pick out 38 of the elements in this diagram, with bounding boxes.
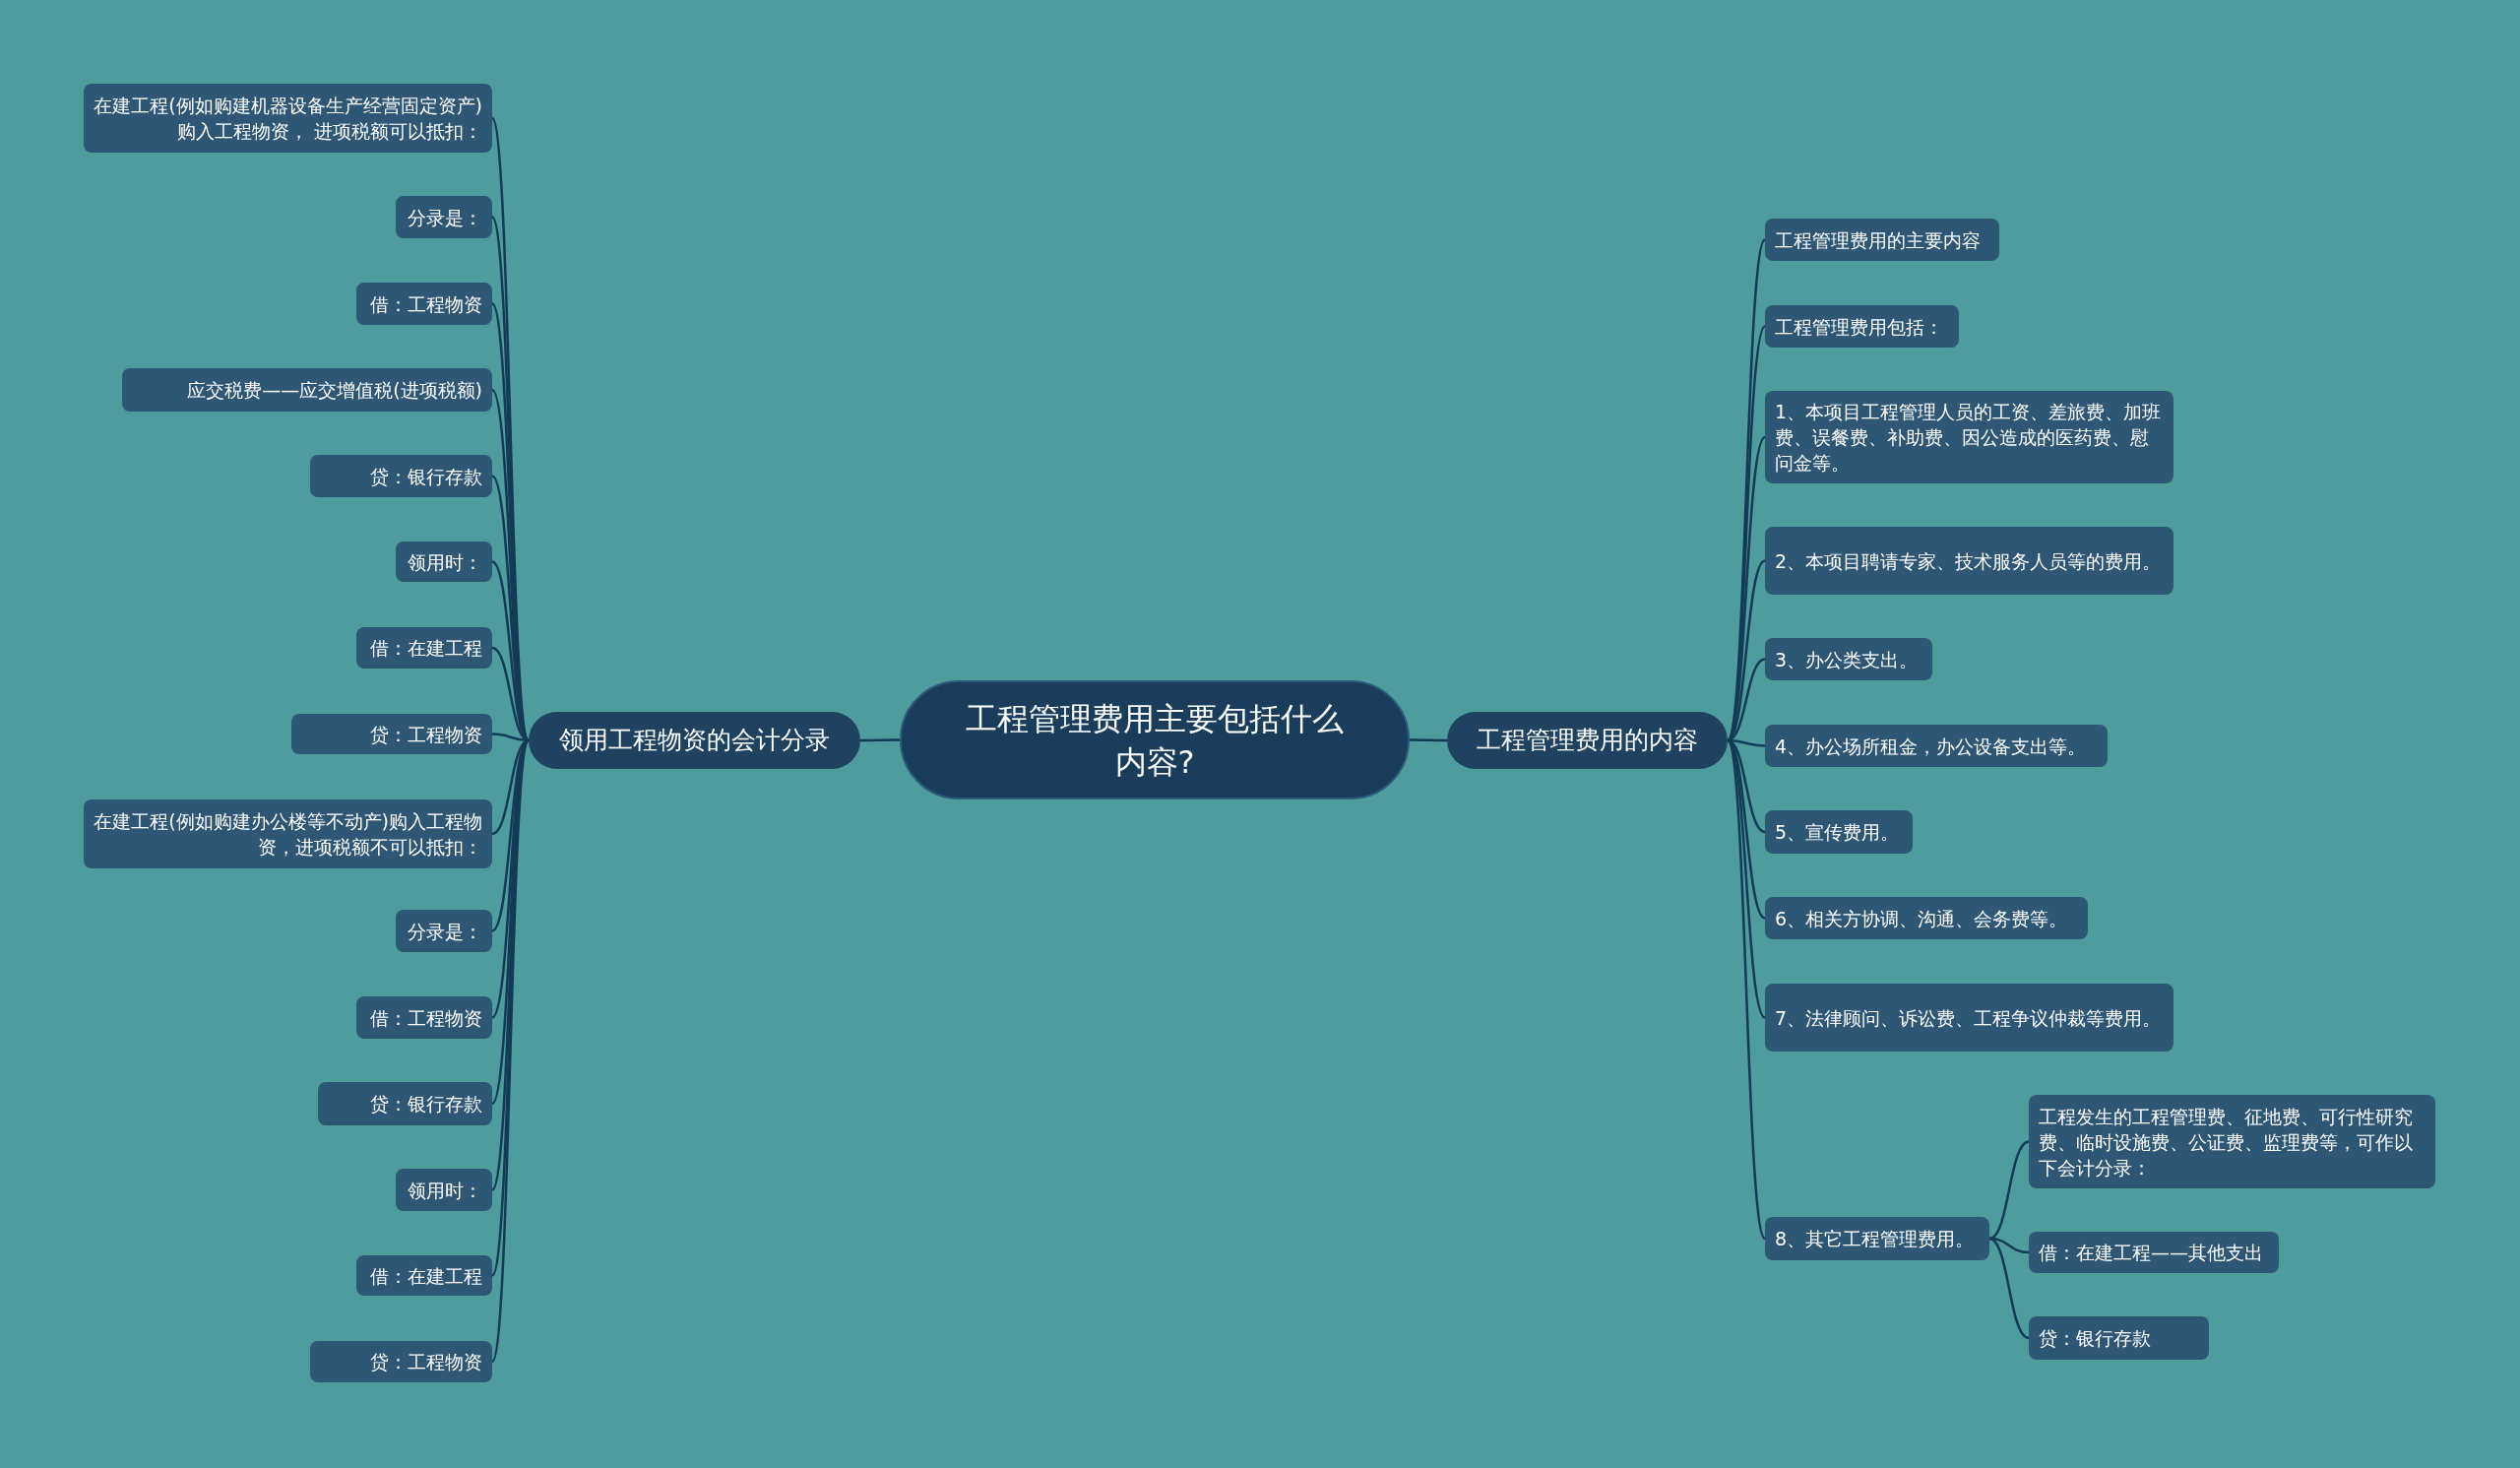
topic-box: 贷：工程物资 [310,1341,492,1382]
topic-box: 借：在建工程 [356,627,492,669]
topic-box: 5、宣传费用。 [1765,810,1913,854]
topic-box: 工程管理费用包括： [1765,305,1959,348]
topic-box: 领用时： [396,1169,492,1211]
topic-box: 4、办公场所租金，办公设备支出等。 [1765,725,2108,767]
topic-box: 贷：银行存款 [2029,1316,2209,1360]
topic-box: 贷：银行存款 [310,455,492,497]
topic-box: 在建工程(例如购建机器设备生产经营固定资产)购入工程物资， 进项税额可以抵扣： [84,84,492,153]
topic-box: 贷：银行存款 [318,1082,492,1125]
topic-box: 贷：工程物资 [291,714,492,754]
branch-topic: 工程管理费用的内容 [1447,712,1728,769]
connector-line [1726,739,1767,1240]
topic-box: 借：工程物资 [356,283,492,325]
connector-line [1988,1237,2030,1340]
topic-box: 8、其它工程管理费用。 [1765,1217,1989,1260]
topic-box: 应交税费——应交增值税(进项税额) [122,368,492,412]
topic-box: 6、相关方协调、沟通、会务费等。 [1765,897,2088,939]
topic-box: 领用时： [396,542,492,582]
topic-box: 借：工程物资 [356,996,492,1039]
connector-line [1727,739,1766,1019]
topic-box: 在建工程(例如购建办公楼等不动产)购入工程物资，进项税额不可以抵扣： [84,799,492,868]
topic-box: 借：在建工程——其他支出 [2029,1232,2279,1273]
topic-box: 分录是： [396,196,492,238]
topic-box: 7、法律顾问、诉讼费、工程争议仲裁等费用。 [1765,984,2174,1052]
topic-box: 分录是： [396,910,492,952]
connector-line [1410,738,1447,742]
topic-box: 1、本项目工程管理人员的工资、差旅费、加班费、误餐费、补助费、因公造成的医药费、慰问金等。 [1765,391,2174,483]
connector-line [1988,1140,2030,1241]
topic-box: 工程管理费用的主要内容 [1765,219,1999,261]
topic-box: 3、办公类支出。 [1765,638,1932,680]
branch-topic: 领用工程物资的会计分录 [529,712,860,769]
central-topic: 工程管理费用主要包括什么内容? [900,680,1410,799]
connector-line [1726,325,1767,741]
topic-box: 工程发生的工程管理费、征地费、可行性研究费、临时设施费、公证费、监理费等，可作以下会计分录： [2029,1095,2435,1188]
topic-box: 借：在建工程 [356,1255,492,1296]
connector-line [860,738,900,742]
topic-box: 2、本项目聘请专家、技术服务人员等的费用。 [1765,527,2174,595]
